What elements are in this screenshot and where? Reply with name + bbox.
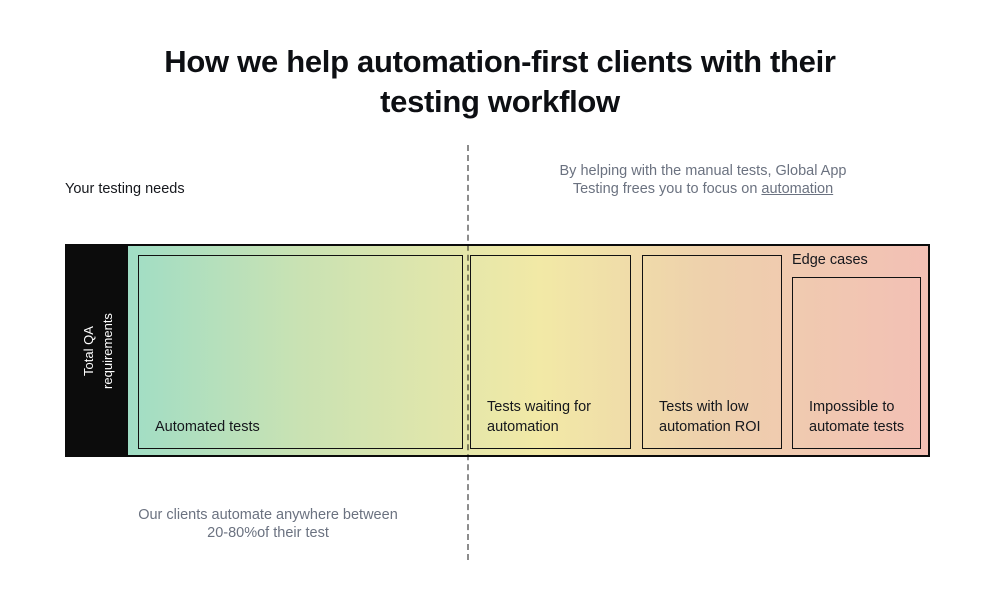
qa-bar: Total QA requirements Automated tests Te…: [65, 244, 930, 457]
label-line: automation: [487, 419, 559, 435]
clients-note-line-1: Our clients automate anywhere between: [138, 507, 398, 523]
segment-automated-tests: Automated tests: [138, 255, 463, 449]
segment-impossible-label: Impossible to automate tests: [809, 397, 904, 437]
title-line-2: testing workflow: [380, 84, 620, 119]
divider-dashed-line: [467, 145, 469, 560]
helper-note: By helping with the manual tests, Global…: [520, 163, 886, 198]
label-line: Tests with low: [659, 399, 749, 415]
label-line: Tests waiting for: [487, 399, 591, 415]
label-line: Automated tests: [155, 419, 260, 435]
clients-note-line-2: 20-80%of their test: [207, 524, 329, 541]
axis-label-line-2: requirements: [99, 312, 115, 389]
helper-note-line-1: By helping with the manual tests, Global…: [559, 163, 847, 179]
label-line: automation ROI: [659, 419, 761, 435]
title-emphasis: automation-first: [357, 44, 589, 79]
your-testing-needs-label: Your testing needs: [65, 181, 185, 197]
total-qa-requirements-label: Total QA requirements: [79, 313, 117, 389]
segment-automated-tests-label: Automated tests: [155, 417, 260, 437]
segment-low-roi-label: Tests with low automation ROI: [659, 397, 761, 437]
segment-tests-waiting-for-automation: Tests waiting for automation: [470, 255, 631, 449]
axis-label-line-1: Total QA: [80, 325, 96, 376]
title-text-1: How we help: [164, 44, 358, 79]
page-title: How we help automation-first clients wit…: [0, 42, 1000, 122]
segment-tests-low-automation-roi: Tests with low automation ROI: [642, 255, 782, 449]
helper-note-line-2: Testing frees you to focus on: [572, 180, 762, 197]
automation-link[interactable]: automation: [761, 180, 834, 197]
title-text-2: clients with their: [588, 44, 837, 79]
label-line: automate tests: [809, 419, 905, 435]
total-qa-requirements-box: Total QA requirements: [67, 246, 128, 455]
label-line: Impossible to: [809, 399, 895, 415]
segment-tests-waiting-label: Tests waiting for automation: [487, 397, 591, 437]
edge-cases-label: Edge cases: [792, 252, 868, 268]
segment-impossible-to-automate: Impossible to automate tests: [792, 277, 921, 449]
